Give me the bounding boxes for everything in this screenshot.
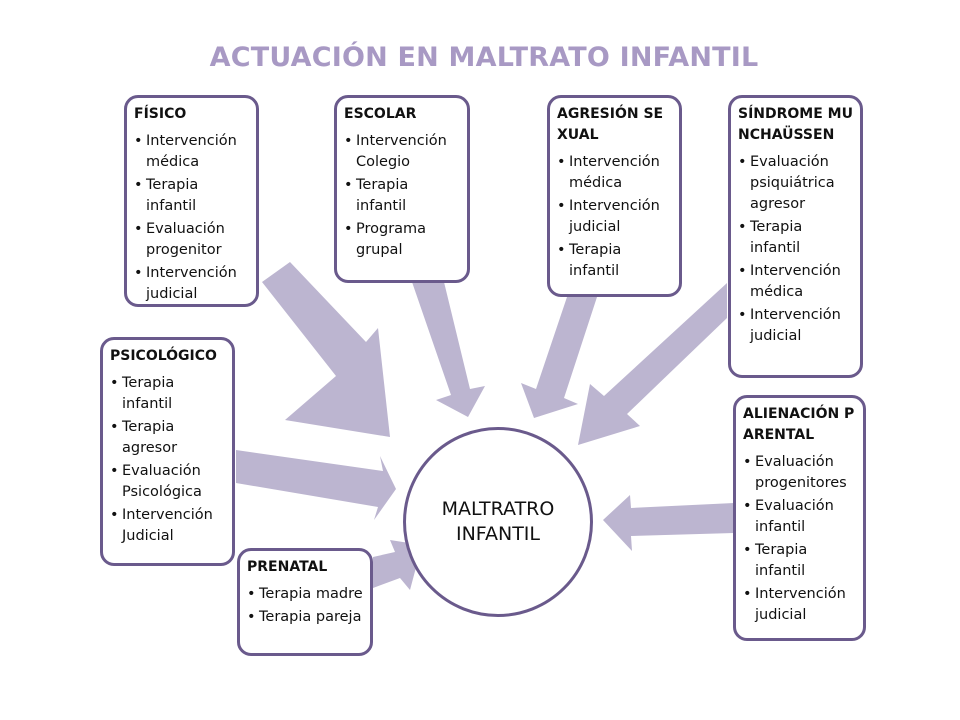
box-title: SÍNDROME MUNCHAÜSSEN: [738, 106, 853, 143]
list-item: Evaluación progenitores: [743, 452, 857, 494]
box-title: PRENATAL: [247, 559, 328, 575]
list-item: Intervención médica: [134, 131, 250, 173]
box-psicologico: PSICOLÓGICO Terapia infantil Terapia agr…: [100, 337, 235, 566]
list-item: Intervención judicial: [134, 263, 250, 305]
center-node-maltrato-infantil: MALTRATRO INFANTIL: [403, 427, 593, 617]
arrow-escolar: [412, 282, 485, 417]
box-escolar: ESCOLAR Intervención Colegio Terapia inf…: [334, 95, 470, 283]
list-item: Terapia infantil: [738, 217, 854, 259]
box-fisico: FÍSICO Intervención médica Terapia infan…: [124, 95, 259, 307]
box-title: ESCOLAR: [344, 106, 417, 122]
list-item: Terapia agresor: [110, 417, 226, 459]
list-item: Evaluación infantil: [743, 496, 857, 538]
box-title: ALIENACIÓN PARENTAL: [743, 406, 855, 443]
list-item: Terapia infantil: [344, 175, 461, 217]
list-item: Intervención judicial: [738, 305, 854, 347]
arrow-agresion: [521, 297, 597, 418]
box-prenatal: PRENATAL Terapia madre Terapia pareja: [237, 548, 373, 656]
center-label-line1: MALTRATRO: [441, 498, 555, 520]
list-item: Intervención médica: [557, 152, 673, 194]
list-item: Terapia infantil: [557, 240, 673, 282]
list-item: Programa grupal: [344, 219, 461, 261]
arrow-munchausen: [578, 283, 727, 445]
box-title: AGRESIÓN SEXUAL: [557, 106, 664, 143]
list-item: Intervención Colegio: [344, 131, 461, 173]
list-item: Terapia infantil: [134, 175, 250, 217]
box-title: FÍSICO: [134, 106, 187, 122]
list-item: Intervención judicial: [557, 196, 673, 238]
box-title: PSICOLÓGICO: [110, 348, 217, 364]
list-item: Terapia infantil: [743, 540, 857, 582]
center-label-line2: INFANTIL: [455, 523, 540, 545]
list-item: Terapia madre: [247, 584, 364, 605]
list-item: Terapia infantil: [110, 373, 226, 415]
box-sindrome-munchausen: SÍNDROME MUNCHAÜSSEN Evaluación psiquiát…: [728, 95, 863, 378]
page-title: ACTUACIÓN EN MALTRATO INFANTIL: [209, 42, 759, 73]
list-item: Intervención médica: [738, 261, 854, 303]
list-item: Evaluación Psicológica: [110, 461, 226, 503]
arrow-fisico: [262, 262, 390, 437]
list-item: Terapia pareja: [247, 607, 364, 628]
list-item: Intervención judicial: [743, 584, 857, 626]
list-item: Intervención Judicial: [110, 505, 226, 547]
list-item: Evaluación progenitor: [134, 219, 250, 261]
box-alienacion-parental: ALIENACIÓN PARENTAL Evaluación progenito…: [733, 395, 866, 641]
box-agresion-sexual: AGRESIÓN SEXUAL Intervención médica Inte…: [547, 95, 682, 297]
arrow-alienacion: [603, 495, 734, 551]
arrow-psicologico: [236, 450, 396, 520]
list-item: Evaluación psiquiátrica agresor: [738, 152, 854, 215]
